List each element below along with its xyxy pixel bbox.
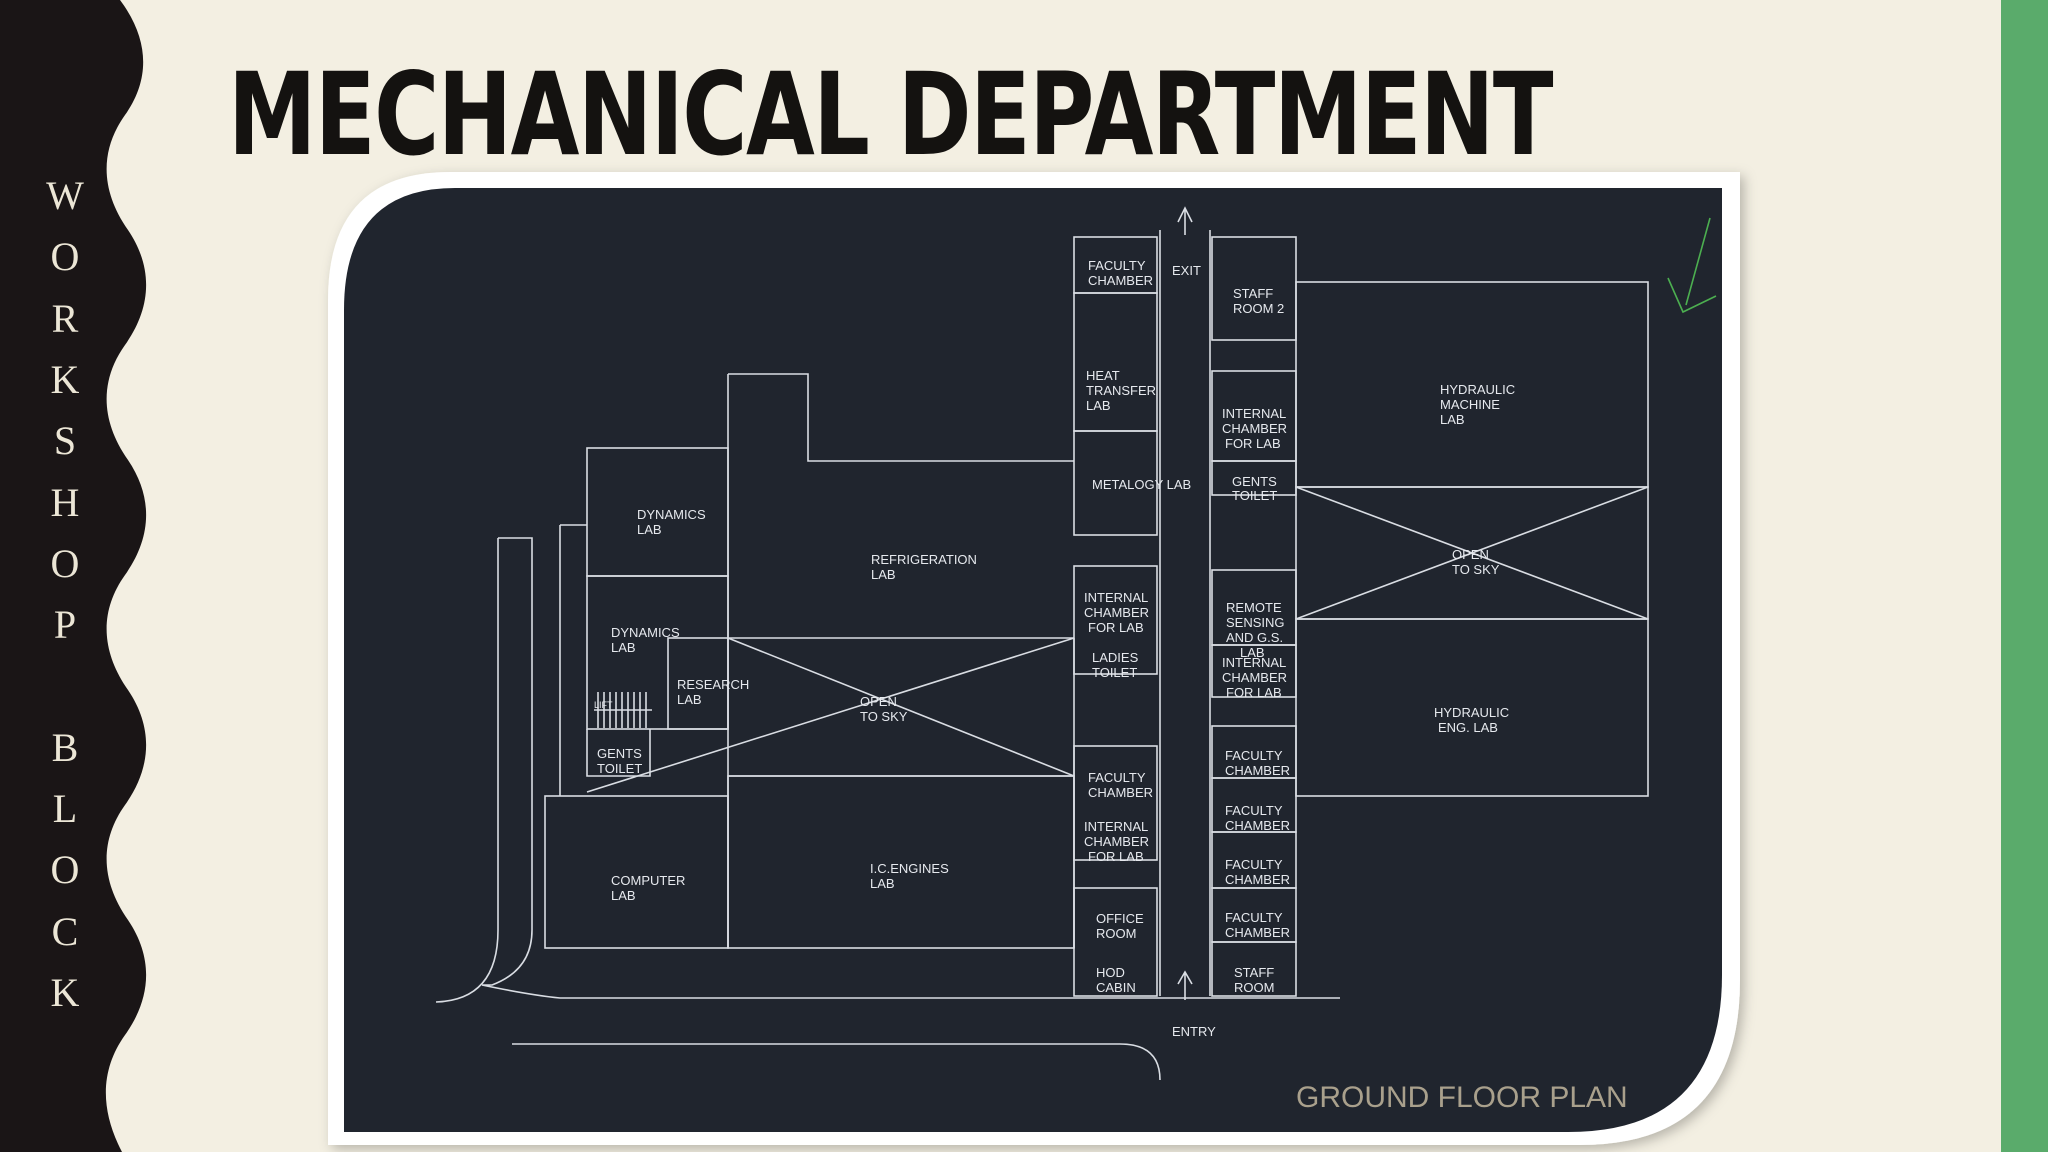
accent-bar (2001, 0, 2048, 1152)
room-label: TOILET (597, 761, 642, 776)
room-label: I.C.ENGINES (870, 861, 949, 876)
room-label: FACULTY (1088, 258, 1146, 273)
room-label: INTERNAL (1222, 655, 1286, 670)
entry-label: ENTRY (1172, 1024, 1216, 1039)
room-label: CHAMBER (1084, 605, 1149, 620)
sidebar: W O R K S H O P B L O C K (0, 0, 160, 1152)
room-label: LAB (611, 640, 636, 655)
room-label: CHAMBER (1225, 763, 1290, 778)
plan-labels: FACULTY CHAMBER EXIT STAFF ROOM 2 HEAT T… (594, 258, 1515, 1039)
room-label: LAB (870, 876, 895, 891)
room-label: TO SKY (860, 709, 908, 724)
room-label: LAB (1440, 412, 1465, 427)
plan-caption: GROUND FLOOR PLAN (1296, 1081, 1628, 1114)
sidebar-letter: W (46, 173, 84, 218)
stairs (594, 692, 652, 728)
room-label: DYNAMICS (611, 625, 680, 640)
room-label: INTERNAL (1084, 819, 1148, 834)
room-label: FACULTY (1088, 770, 1146, 785)
room-label: ENG. LAB (1438, 720, 1498, 735)
room-label: METALOGY LAB (1092, 477, 1191, 492)
room-label: LAB (1240, 645, 1265, 660)
room-label: CHAMBER (1222, 670, 1287, 685)
sidebar-letter: C (51, 909, 79, 954)
room-label: HYDRAULIC (1434, 705, 1509, 720)
room-label: GENTS (597, 746, 642, 761)
sidebar-letter: R (51, 296, 79, 341)
plan-background (344, 188, 1722, 1132)
room-label: ROOM 2 (1233, 301, 1284, 316)
room-label: LADIES (1092, 650, 1139, 665)
sidebar-letter: H (50, 480, 80, 525)
room-label: TOILET (1092, 665, 1137, 680)
room-label: TO SKY (1452, 562, 1500, 577)
room-label: COMPUTER (611, 873, 685, 888)
room-label: REMOTE (1226, 600, 1282, 615)
room-label: LIFT (594, 700, 613, 710)
room-label: INTERNAL (1222, 406, 1286, 421)
room-label: TRANSFER (1086, 383, 1156, 398)
room-label: CHAMBER (1222, 421, 1287, 436)
room-label: OPEN (1452, 547, 1489, 562)
sidebar-letter: O (50, 847, 80, 892)
room-label: CHAMBER (1084, 834, 1149, 849)
sidebar-wave-shape (0, 0, 147, 1152)
room-label: DYNAMICS (637, 507, 706, 522)
check-mark-icon (1667, 217, 1717, 314)
room-label: AND G.S. (1226, 630, 1283, 645)
room-label: CHAMBER (1088, 785, 1153, 800)
sidebar-letter: K (50, 357, 80, 402)
room-label: FOR LAB (1226, 685, 1282, 700)
room-label: FOR LAB (1088, 849, 1144, 864)
room-label: GENTS (1232, 474, 1277, 489)
room-label: LAB (1086, 398, 1111, 413)
sidebar-letter: O (50, 541, 80, 586)
room-label: CHAMBER (1225, 872, 1290, 887)
room-label: FACULTY (1225, 910, 1283, 925)
room-label: LAB (637, 522, 662, 537)
plan-walls (435, 206, 1649, 1081)
room-label: CHAMBER (1225, 818, 1290, 833)
room-label: LAB (611, 888, 636, 903)
room-label: REFRIGERATION (871, 552, 977, 567)
room-label: OFFICE (1096, 911, 1144, 926)
sidebar-letter: K (50, 970, 80, 1015)
sidebar-letter: S (53, 418, 77, 463)
sidebar-letter: O (50, 234, 80, 279)
room-label: HEAT (1086, 368, 1120, 383)
room-label: TOILET (1232, 488, 1277, 503)
room-label: RESEARCH (677, 677, 749, 692)
room-label: STAFF (1233, 286, 1273, 301)
sidebar-letter: P (53, 602, 77, 647)
room-label: STAFF (1234, 965, 1274, 980)
room-label: OPEN (860, 694, 897, 709)
sidebar-letter: L (52, 786, 78, 831)
room-label: FACULTY (1225, 803, 1283, 818)
room-label: FACULTY (1225, 748, 1283, 763)
room-label: LAB (871, 567, 896, 582)
room-label: FOR LAB (1088, 620, 1144, 635)
room-label: CABIN (1096, 980, 1136, 995)
room-label: CHAMBER (1225, 925, 1290, 940)
room-label: ROOM (1096, 926, 1136, 941)
room-label: INTERNAL (1084, 590, 1148, 605)
sidebar-letter: B (51, 725, 79, 770)
room-label: FOR LAB (1225, 436, 1281, 451)
room-label: SENSING (1226, 615, 1285, 630)
page-title: MECHANICAL DEPARTMENT (228, 48, 1554, 181)
room-label: HOD (1096, 965, 1125, 980)
room-label: MACHINE (1440, 397, 1500, 412)
room-label: HYDRAULIC (1440, 382, 1515, 397)
room-label: ROOM (1234, 980, 1274, 995)
room-label: FACULTY (1225, 857, 1283, 872)
room-label: CHAMBER (1088, 273, 1153, 288)
room-label: LAB (677, 692, 702, 707)
exit-label: EXIT (1172, 263, 1201, 278)
